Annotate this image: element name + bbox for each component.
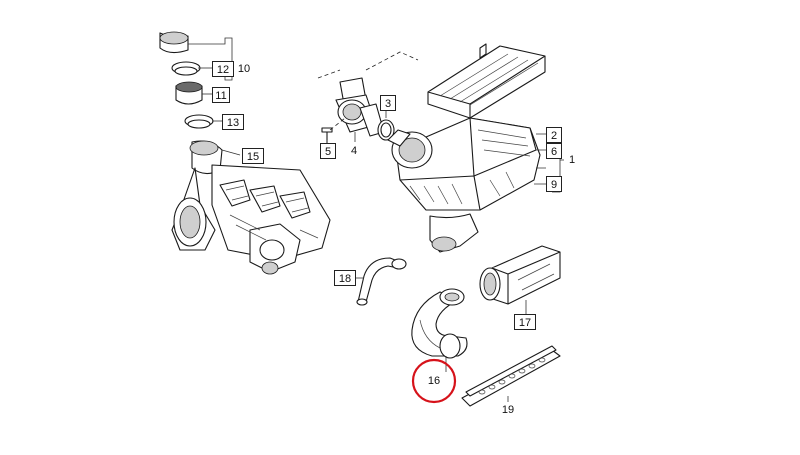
callout-1: 1 <box>568 154 576 166</box>
air-intake-duct <box>479 245 561 305</box>
callout-18: 18 <box>334 270 356 286</box>
callout-3: 3 <box>380 95 396 111</box>
intake-hose-16 <box>411 288 468 359</box>
air-filter-lid <box>427 43 546 119</box>
callout-6: 6 <box>546 143 562 159</box>
turbocharger-manifold <box>171 140 331 275</box>
callout-4: 4 <box>350 145 358 157</box>
air-filter-housing <box>387 117 541 253</box>
callout-10: 10 <box>237 63 251 75</box>
callout-15: 15 <box>242 148 264 164</box>
callout-13: 13 <box>222 114 244 130</box>
callout-16: 16 <box>427 375 441 387</box>
callout-12: 12 <box>212 61 234 77</box>
breather-hose <box>356 257 407 306</box>
callout-2: 2 <box>546 127 562 143</box>
seal-strip <box>461 345 561 407</box>
callout-17: 17 <box>514 314 536 330</box>
callout-19: 19 <box>501 404 515 416</box>
upper-hose-clamp-group <box>159 31 214 129</box>
callout-9: 9 <box>546 176 562 192</box>
callout-5: 5 <box>320 143 336 159</box>
callout-11: 11 <box>212 87 230 103</box>
highlight-circle <box>411 358 457 404</box>
air-mass-meter-group <box>321 77 395 146</box>
